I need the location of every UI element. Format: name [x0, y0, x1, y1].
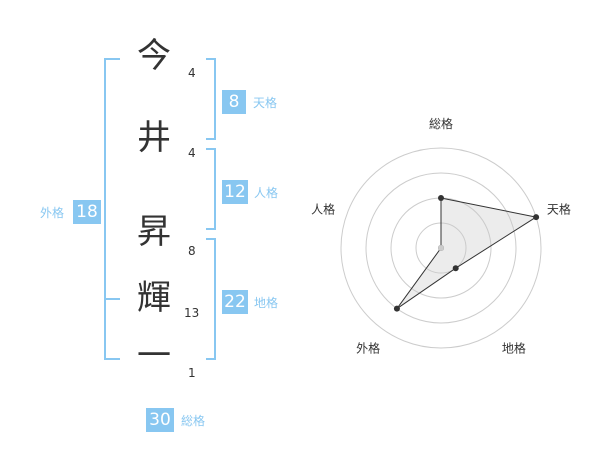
- chikaku-label: 地格: [254, 296, 279, 310]
- radar-axis-label-4: 外格: [356, 340, 380, 355]
- soukaku-label: 総格: [181, 414, 206, 428]
- gaikaku-label: 外格: [40, 206, 65, 220]
- radar-center-dot: [438, 245, 444, 251]
- stroke-count-2: 4: [188, 146, 196, 160]
- radar-point-2: [533, 214, 540, 221]
- radar-axis-label-2: 天格: [547, 202, 571, 217]
- chikaku-value: 22: [222, 290, 248, 314]
- name-char-2: 井: [137, 118, 171, 158]
- name-char-5: 一: [137, 336, 171, 376]
- soukaku-value: 30: [146, 408, 174, 432]
- stroke-count-4: 13: [184, 306, 200, 320]
- name-char-4: 輝: [137, 278, 171, 318]
- tenkaku-label: 天格: [253, 96, 278, 110]
- radar-axis-label-5: 人格: [311, 202, 335, 217]
- radar-point-3: [452, 265, 459, 272]
- stroke-count-3: 8: [188, 244, 196, 258]
- name-char-3: 昇: [137, 212, 171, 252]
- jinkaku-value: 12: [222, 180, 248, 204]
- radar-area: [396, 197, 538, 310]
- stroke-count-5: 1: [188, 366, 196, 380]
- tenkaku-value: 8: [222, 90, 246, 114]
- radar-point-1: [438, 195, 444, 201]
- jinkaku-label: 人格: [254, 186, 279, 200]
- radar-axis-label-1: 総格: [429, 116, 453, 131]
- name-char-1: 今: [137, 36, 171, 76]
- stroke-count-1: 4: [188, 66, 196, 80]
- radar-point-4: [393, 305, 400, 312]
- gaikaku-value: 18: [73, 200, 101, 224]
- radar-ring-3: [365, 172, 517, 324]
- radar-axis-label-3: 地格: [502, 340, 526, 355]
- radar-ring-4: [340, 147, 542, 349]
